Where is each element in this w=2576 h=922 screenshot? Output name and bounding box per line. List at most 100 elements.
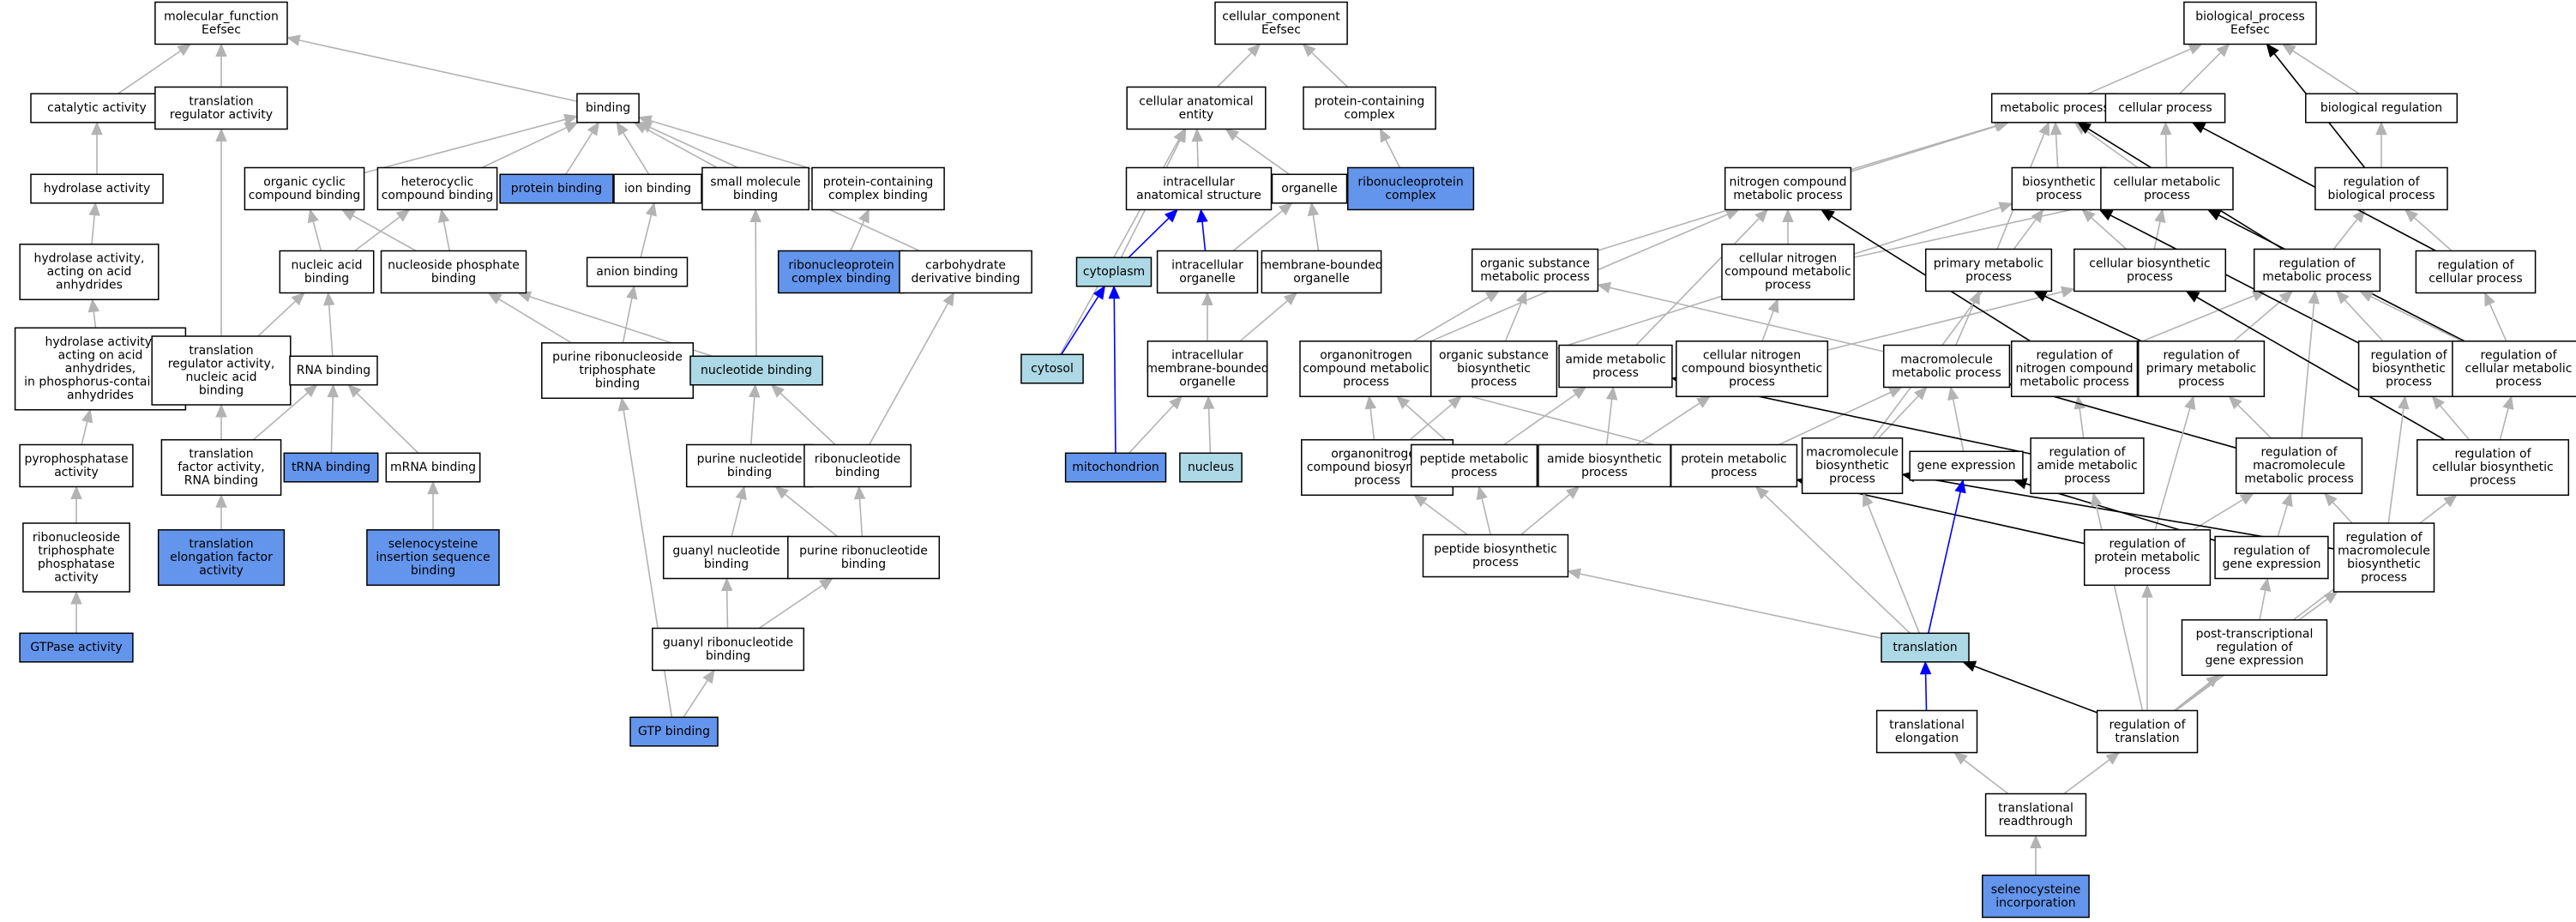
edge-line [498, 298, 572, 344]
edge-arrowhead [1396, 395, 1411, 410]
edge-arrowhead [2228, 395, 2242, 410]
edge-arrowhead [2251, 290, 2266, 302]
node-label-line: regulation of [2109, 718, 2186, 732]
node-label-line: process [1471, 376, 1517, 389]
edge-reg_protein_met-to-reg_macromolecule_met [2192, 492, 2254, 531]
node-label-line: process [2495, 376, 2542, 389]
edge-line [1609, 286, 1884, 353]
edge-line [1235, 135, 1290, 175]
edge-arrowhead [307, 208, 319, 224]
edge-line [2292, 50, 2360, 94]
node-box [2332, 522, 2435, 593]
node-box [2214, 535, 2329, 580]
edge-arrowhead [2259, 577, 2272, 593]
edge-cytoplasm-to-intracell_anat [1128, 208, 1178, 258]
edge-arrowhead [2431, 395, 2446, 410]
node-label-line: complex [1344, 108, 1394, 122]
node-label-line: nucleic acid [291, 258, 362, 272]
node-label-line: protein metabolic [1681, 452, 1786, 466]
go-term-node-organelle: organelle [1271, 173, 1348, 204]
node-box [1075, 256, 1153, 287]
edge-nucleic_binding-to-heterocyclic [354, 208, 411, 252]
node-label-line: cellular anatomical [1139, 94, 1253, 108]
edge-cell_nitrogen_biosyn-to-cell_nitrogen_met [1761, 298, 1779, 342]
node-label-line: process [2386, 376, 2432, 389]
edge-arrowhead [2404, 208, 2419, 223]
edge-arrowhead [1998, 202, 2013, 214]
edge-arrowhead [2308, 290, 2320, 304]
edge-arrowhead [2358, 290, 2374, 302]
edge-arrowhead [749, 383, 761, 398]
node-box [157, 529, 286, 587]
edge-arrowhead [2154, 208, 2166, 224]
edge-guanyl_ribonucleotide-to-guanyl_nucleotide [720, 577, 733, 629]
edge-cell_biosyn-to-biosynthetic [2081, 208, 2128, 250]
edge-arrowhead [177, 43, 192, 57]
node-label-line: binding [411, 564, 455, 578]
node-box [1984, 792, 2087, 837]
node-label-line: purine nucleotide [697, 452, 803, 466]
edge-macromolecule_met-to-org_sub_met [1597, 281, 1884, 353]
edge-arrowhead [2077, 122, 2092, 135]
edge-line [2084, 129, 2139, 169]
go-term-node-binding: binding [576, 93, 640, 124]
edge-nucleus-to-intracell_mb_organelle [1202, 395, 1215, 454]
node-label-line: purine ribonucleoside [552, 351, 683, 365]
edge-cell_nitrogen_biosyn-to-cell_biosyn [1827, 286, 2076, 351]
node-label-line: biosynthetic [1815, 459, 1889, 473]
go-term-node-anion_binding: anion binding [586, 256, 689, 287]
edge-line [352, 214, 417, 252]
node-box [1670, 443, 1798, 488]
edge-arrowhead [1913, 386, 1928, 401]
node-label-line: regulator activity [170, 108, 273, 122]
node-label-line: guanyl ribonucleotide [663, 636, 793, 649]
edge-line [2236, 404, 2272, 439]
edge-line [2087, 48, 2192, 95]
node-box [376, 166, 498, 211]
edge-arrowhead [1767, 298, 1779, 314]
edge-cytosol-to-cytoplasm [1061, 285, 1105, 355]
edge-arrowhead [1164, 208, 1178, 223]
node-box [2415, 250, 2537, 294]
edge-line [758, 584, 823, 630]
edge-arrowhead [1754, 208, 1769, 223]
edge-arrowhead [749, 208, 761, 222]
node-box [154, 86, 288, 130]
node-label-line: cellular metabolic [2465, 362, 2573, 376]
edge-arrowhead [1724, 209, 1740, 220]
node-label-line: process [2127, 270, 2173, 284]
edge-line [850, 220, 865, 251]
node-label-line: nucleotide binding [701, 364, 812, 377]
node-label-line: biosynthetic [1457, 362, 1531, 376]
node-label-line: Eefsec [202, 23, 241, 37]
edge-line [2179, 51, 2222, 94]
edge-amide_biosyn-to-cell_nitrogen_biosyn [1635, 395, 1711, 446]
edge-line [2301, 303, 2315, 438]
node-box [2253, 248, 2381, 292]
node-label-line: molecular_function [164, 9, 279, 23]
edge-arrowhead [1247, 43, 1261, 57]
node-label-line: protein-containing [823, 175, 933, 189]
edge-line [1409, 403, 1453, 441]
node-label-line: complex binding [828, 189, 928, 202]
node-label-line: membrane-bounded [1260, 258, 1382, 272]
edge-line [1520, 493, 1571, 536]
node-label-line: macromolecule [2253, 459, 2345, 473]
node-label-line: pyrophosphatase [24, 452, 128, 466]
node-label-line: cytosol [1031, 362, 1074, 376]
go-term-node-gene_expression: gene expression [1909, 450, 2024, 481]
node-label-line: catalytic activity [47, 101, 147, 115]
edge-bio_reg-to-bp [2281, 43, 2360, 94]
edge-arrowhead [2443, 494, 2458, 508]
edge-line [731, 497, 743, 537]
node-label-line: protein metabolic [2094, 551, 2200, 564]
